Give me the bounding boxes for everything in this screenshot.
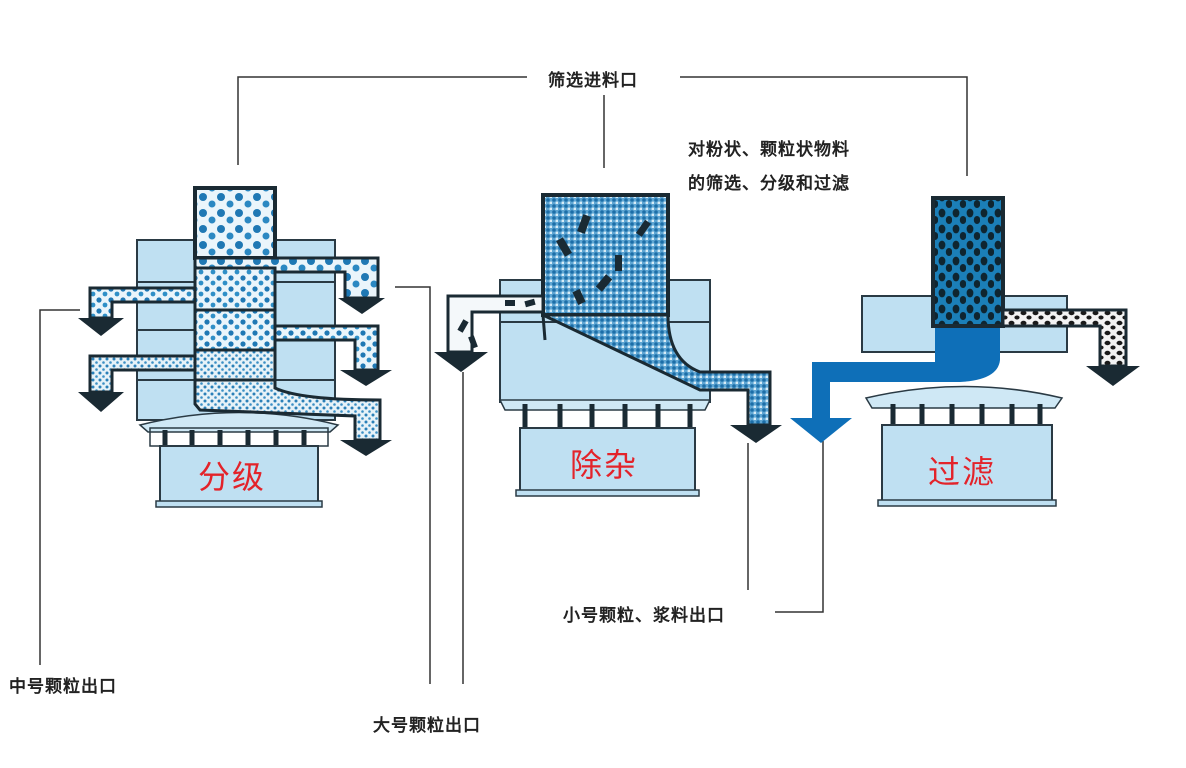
description-text: 对粉状、颗粒状物料 的筛选、分级和过滤 xyxy=(688,133,850,201)
impurity-removal-machine xyxy=(434,193,782,497)
impurity-machine-label: 除杂 xyxy=(570,446,639,484)
feed-line-left xyxy=(237,76,527,165)
impurity-small-outlet-arrow xyxy=(730,425,782,443)
description-line-1: 对粉状、颗粒状物料 xyxy=(688,140,850,160)
grading-outlet-arrow-4 xyxy=(78,392,124,412)
grading-outlet-arrow-5 xyxy=(340,440,392,456)
large-outlet-label: 大号颗粒出口 xyxy=(373,716,481,736)
grading-machine-label: 分级 xyxy=(198,458,267,496)
connector-lines xyxy=(39,76,968,684)
filtering-machine xyxy=(790,196,1140,507)
grading-outlet-arrow-2 xyxy=(78,318,124,336)
filter-solid-outlet-arrow xyxy=(1086,366,1140,386)
description-line-2: 的筛选、分级和过滤 xyxy=(688,174,850,194)
large-outlet-line-a xyxy=(395,286,431,684)
small-outlet-line-b xyxy=(775,441,824,613)
medium-outlet-label: 中号颗粒出口 xyxy=(9,677,117,697)
grading-outlet-arrow-1 xyxy=(338,298,385,314)
impurity-large-outlet-arrow xyxy=(434,352,488,372)
small-outlet-label: 小号颗粒、浆料出口 xyxy=(563,606,725,626)
medium-outlet-line xyxy=(39,309,80,665)
grading-outlet-arrow-3 xyxy=(340,370,392,386)
filtering-machine-label: 过滤 xyxy=(928,453,997,491)
feed-line-right xyxy=(680,76,968,176)
filter-liquid-outlet-arrow xyxy=(790,418,852,443)
feed-inlet-label: 筛选进料口 xyxy=(548,71,638,91)
grading-machine xyxy=(78,186,392,508)
